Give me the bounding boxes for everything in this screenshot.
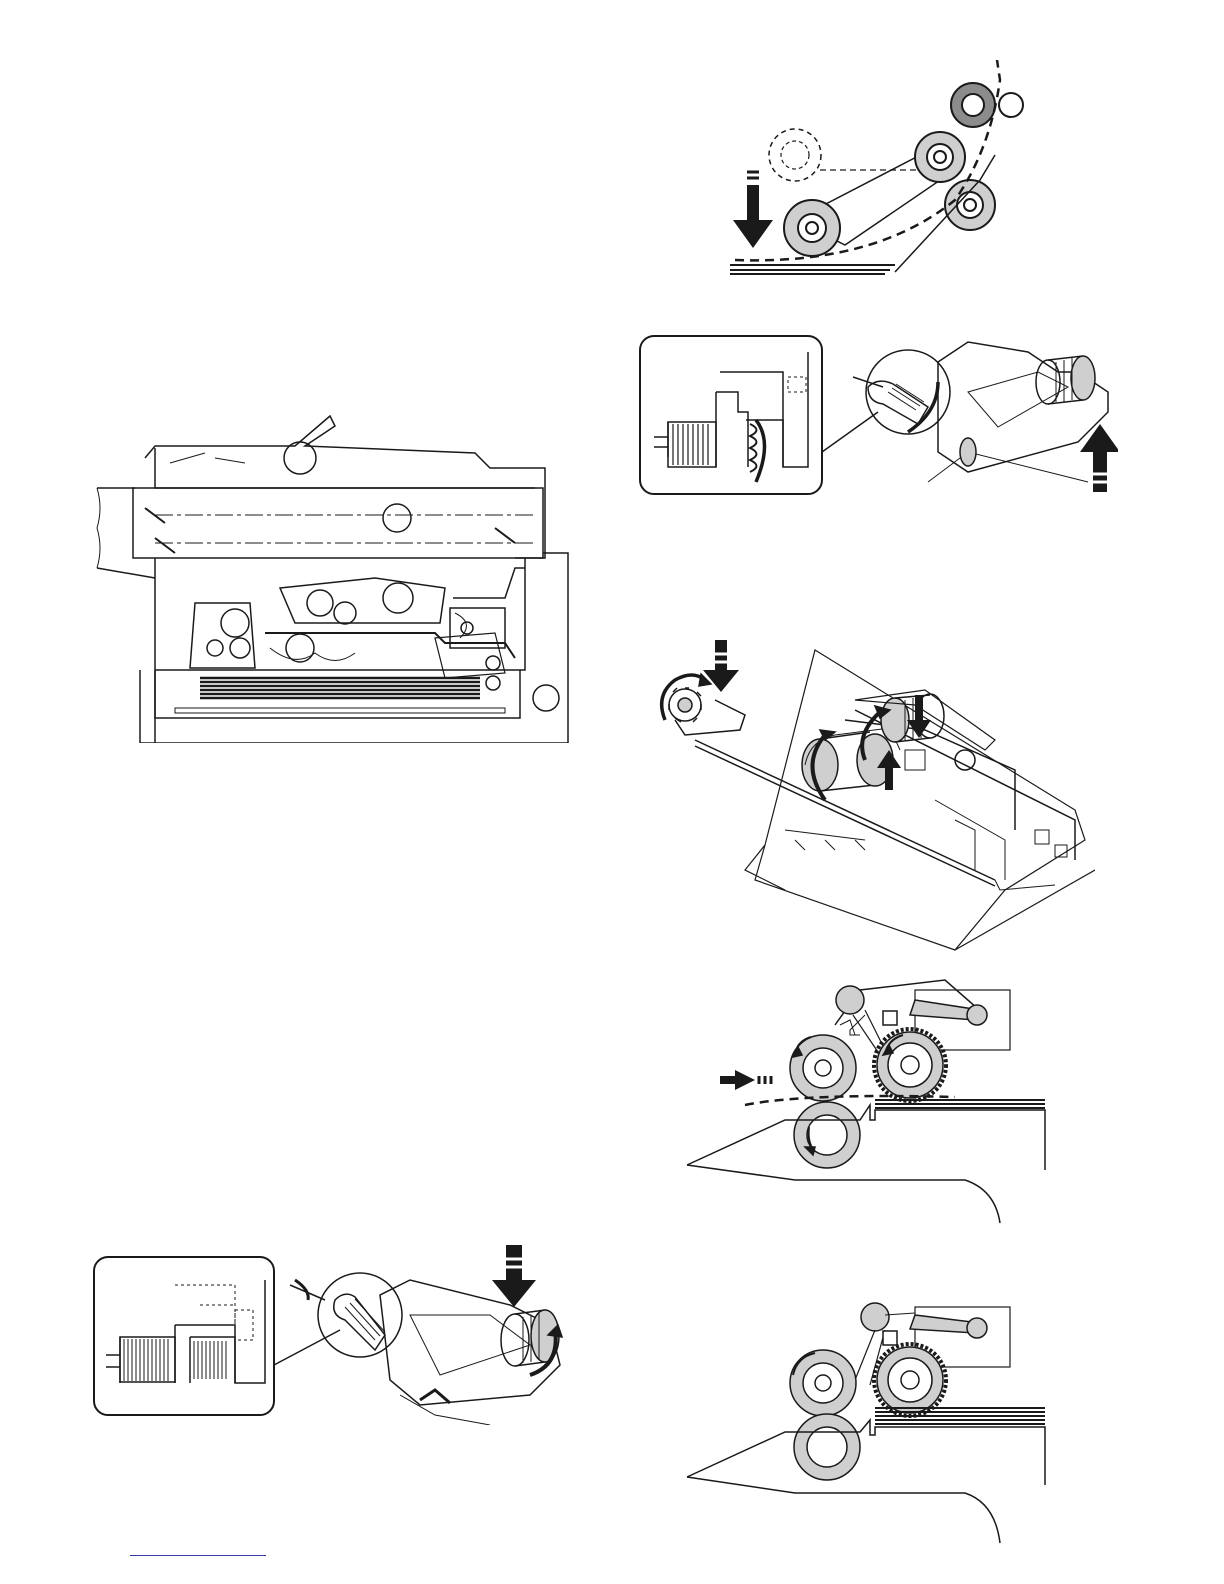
fig-clutch-spring-lift: [638, 332, 1118, 500]
fig-pickup-assembly: [655, 640, 1095, 960]
fig-main-cross-section: [95, 408, 573, 743]
fig-roller-path: [725, 60, 1045, 285]
fig-feed-rollers-feeding: [685, 975, 1050, 1225]
fig-feed-rollers-rest: [685, 1295, 1050, 1545]
fig-clutch-spring-lower: [90, 1225, 580, 1425]
footer-link-rule[interactable]: [130, 1555, 266, 1556]
